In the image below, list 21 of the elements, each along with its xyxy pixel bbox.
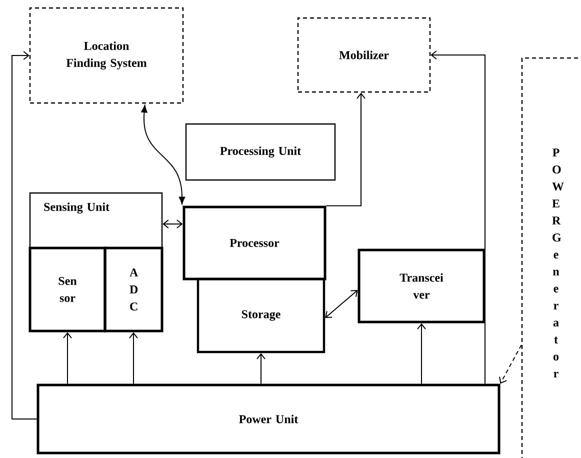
arrow bbox=[326, 92, 366, 206]
process-box: Sen sor bbox=[28, 246, 106, 332]
arrow bbox=[162, 220, 183, 228]
arrow bbox=[325, 290, 358, 318]
arrow bbox=[499, 344, 522, 384]
arrow bbox=[12, 51, 38, 420]
arrow bbox=[129, 332, 138, 384]
process-box: Processor bbox=[182, 206, 326, 280]
dashed-box: Location Finding System bbox=[29, 7, 184, 104]
process-box: Processing Unit bbox=[185, 123, 336, 181]
arrow bbox=[63, 332, 72, 384]
process-box: Storage bbox=[196, 278, 326, 354]
arrow bbox=[256, 353, 266, 384]
arrow bbox=[430, 50, 486, 384]
dashed-box: P O W E R G e n e r a t o r bbox=[521, 57, 581, 458]
dashed-box: Mobilizer bbox=[297, 17, 431, 93]
process-box: Transcei ver bbox=[358, 248, 486, 324]
process-box: A D C bbox=[104, 246, 164, 332]
arrow bbox=[417, 323, 426, 384]
process-box: Power Unit bbox=[36, 384, 500, 454]
arrow bbox=[141, 105, 186, 204]
